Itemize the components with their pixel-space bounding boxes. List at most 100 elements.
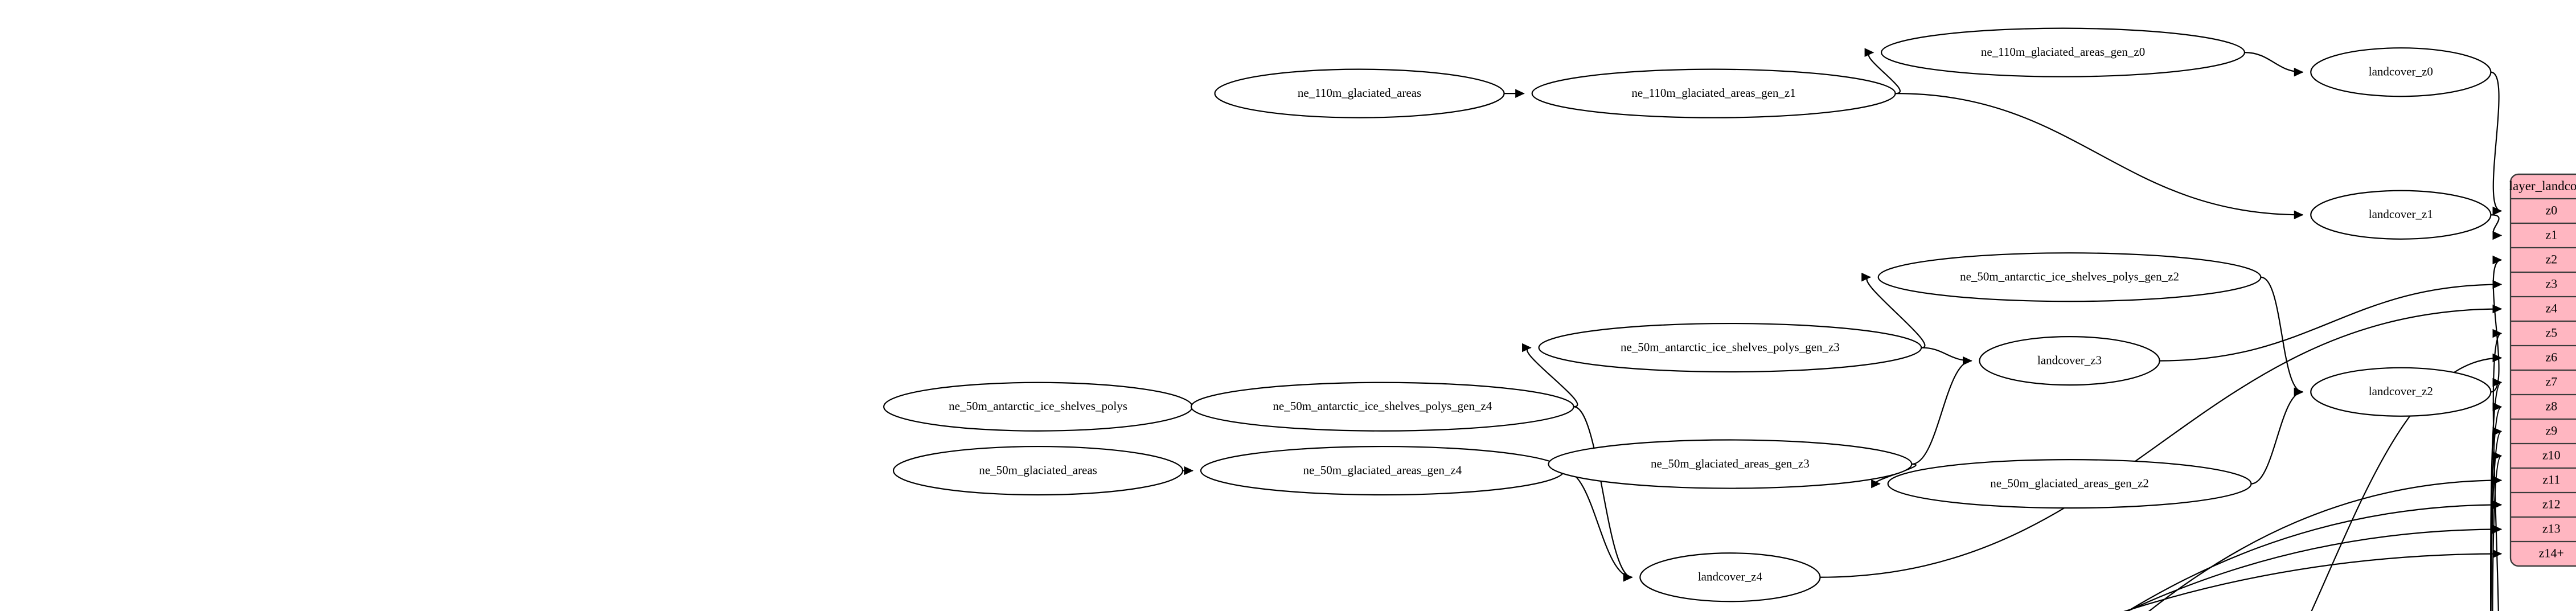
graph-edge: [2148, 479, 2502, 611]
graph-node[interactable]: ne_50m_glaciated_areas_gen_z3: [1548, 439, 1913, 489]
arrow-head-icon: [1864, 48, 1874, 57]
graph-node[interactable]: ne_110m_glaciated_areas: [1214, 68, 1505, 118]
node-ellipse: [1979, 335, 2160, 386]
graph-edge: [2126, 528, 2502, 611]
record-row-z13[interactable]: z13: [2542, 522, 2561, 536]
graph-edge: [2127, 504, 2502, 611]
arrow-head-icon: [2492, 353, 2503, 363]
arrow-head-icon: [1623, 572, 1633, 582]
node-ellipse: [1639, 552, 1821, 602]
node-label: ne_110m_glaciated_areas_gen_z1: [1631, 86, 1795, 100]
node-label: landcover_z2: [2369, 384, 2433, 398]
node-label: ne_50m_glaciated_areas_gen_z3: [1651, 457, 1810, 470]
arrow-head-icon: [2492, 304, 2503, 314]
arrow-head-icon: [2492, 524, 2503, 534]
graph-node[interactable]: landcover_z1: [2310, 190, 2492, 240]
record-row-z11[interactable]: z11: [2542, 473, 2560, 487]
node-ellipse: [1887, 458, 2252, 509]
record-row-z0[interactable]: z0: [2545, 203, 2557, 218]
node-label: ne_50m_glaciated_areas_gen_z2: [1990, 476, 2149, 490]
graph-edge: [2491, 259, 2502, 393]
node-ellipse: [2310, 190, 2492, 240]
record-row-z9[interactable]: z9: [2545, 424, 2557, 438]
arrow-head-icon: [2492, 329, 2503, 338]
record-row-z3[interactable]: z3: [2545, 277, 2557, 291]
graph-edge: [1820, 308, 2502, 578]
graph-edge: [1564, 470, 1632, 578]
record-row-z4[interactable]: z4: [2545, 301, 2557, 315]
graph-edge: [1866, 276, 1926, 348]
node-label: ne_110m_glaciated_areas_gen_z0: [1981, 45, 2145, 59]
record-row-z1[interactable]: z1: [2545, 228, 2557, 242]
record-table-title: layer_landcover: [2509, 179, 2576, 193]
arrow-head-icon: [2492, 280, 2503, 289]
graph-edge: [2123, 553, 2502, 611]
record-row-z14+[interactable]: z14+: [2539, 546, 2564, 560]
graph-node[interactable]: landcover_z4: [1639, 552, 1821, 602]
graph-node[interactable]: landcover_z0: [2310, 47, 2492, 97]
arrow-head-icon: [2492, 206, 2503, 216]
graph-node[interactable]: ne_50m_antarctic_ice_shelves_polys_gen_z…: [1190, 382, 1574, 432]
node-label: ne_50m_glaciated_areas: [979, 463, 1097, 477]
node-label: landcover_z1: [2369, 207, 2433, 221]
node-label: landcover_z0: [2369, 65, 2433, 79]
node-ellipse: [892, 445, 1184, 496]
record-row-z6[interactable]: z6: [2545, 350, 2557, 364]
arrow-head-icon: [1522, 343, 1532, 352]
arrow-head-icon: [1861, 272, 1871, 282]
graph-node[interactable]: ne_110m_glaciated_areas_gen_z1: [1531, 68, 1896, 118]
arrow-head-icon: [2492, 255, 2503, 265]
node-label: landcover_z4: [1698, 570, 1763, 584]
record-row-z8[interactable]: z8: [2545, 399, 2557, 413]
node-label: ne_50m_glaciated_areas_gen_z4: [1303, 463, 1462, 477]
arrow-head-icon: [1871, 479, 1881, 489]
node-ellipse: [2310, 47, 2492, 97]
node-ellipse: [2310, 367, 2492, 417]
graph-node[interactable]: ne_50m_glaciated_areas_gen_z2: [1887, 458, 2252, 509]
graph-node[interactable]: landcover_z3: [1979, 335, 2160, 386]
graph-edge: [2492, 455, 2502, 611]
node-ellipse: [1538, 322, 1922, 373]
graph-edge: [1895, 93, 2303, 216]
graph-node[interactable]: ne_110m_glaciated_areas_gen_z0: [1881, 27, 2246, 77]
node-label: landcover_z3: [2037, 353, 2102, 367]
arrow-head-icon: [2294, 67, 2304, 77]
node-label: ne_50m_antarctic_ice_shelves_polys_gen_z…: [1621, 340, 1840, 354]
graph-node[interactable]: ne_50m_antarctic_ice_shelves_polys_gen_z…: [1877, 252, 2262, 302]
graph-edge: [2159, 284, 2502, 362]
graph-edge: [2491, 71, 2502, 212]
arrow-head-icon: [2492, 231, 2503, 240]
graph-edge: [2490, 382, 2502, 611]
arrow-head-icon: [1963, 356, 1972, 366]
graph-edge: [2491, 214, 2502, 236]
graph-node[interactable]: landcover_z2: [2310, 367, 2492, 417]
node-label: ne_110m_glaciated_areas: [1298, 86, 1421, 100]
arrow-head-icon: [2294, 210, 2304, 220]
record-row-z12[interactable]: z12: [2542, 497, 2561, 511]
record-row-z2[interactable]: z2: [2545, 252, 2557, 266]
record-row-z5[interactable]: z5: [2545, 326, 2557, 340]
record-row-z7[interactable]: z7: [2545, 375, 2557, 389]
node-ellipse: [1190, 382, 1574, 432]
graph-node[interactable]: ne_50m_antarctic_ice_shelves_polys_gen_z…: [1538, 322, 1922, 373]
graph-edge: [1912, 360, 1972, 465]
graph-node[interactable]: ne_50m_glaciated_areas: [892, 445, 1184, 496]
nodes-layer: imposm3osm_landcover_polygonsimplify_vw_…: [883, 27, 2492, 602]
node-ellipse: [1548, 439, 1913, 489]
graph-node[interactable]: ne_50m_antarctic_ice_shelves_polys: [883, 382, 1193, 432]
record-table[interactable]: layer_landcover z0 z1 z2 z3 z4 z5 z6 z7 z8 z9 z10 z1…: [2509, 173, 2576, 567]
graph-edge: [1573, 406, 1632, 578]
node-label: ne_50m_antarctic_ice_shelves_polys_gen_z…: [1960, 270, 2179, 284]
node-ellipse: [1531, 68, 1896, 118]
arrow-head-icon: [1515, 89, 1525, 98]
graph-edge: [2261, 276, 2303, 393]
graph-edge: [1526, 347, 1578, 408]
node-label: ne_50m_antarctic_ice_shelves_polys: [949, 399, 1127, 413]
node-label: ne_50m_antarctic_ice_shelves_polys_gen_z…: [1273, 399, 1492, 413]
arrow-head-icon: [1184, 466, 1194, 475]
graph-node[interactable]: ne_50m_glaciated_areas_gen_z4: [1200, 445, 1565, 496]
record-row-z10[interactable]: z10: [2542, 448, 2561, 462]
node-ellipse: [1877, 252, 2262, 302]
